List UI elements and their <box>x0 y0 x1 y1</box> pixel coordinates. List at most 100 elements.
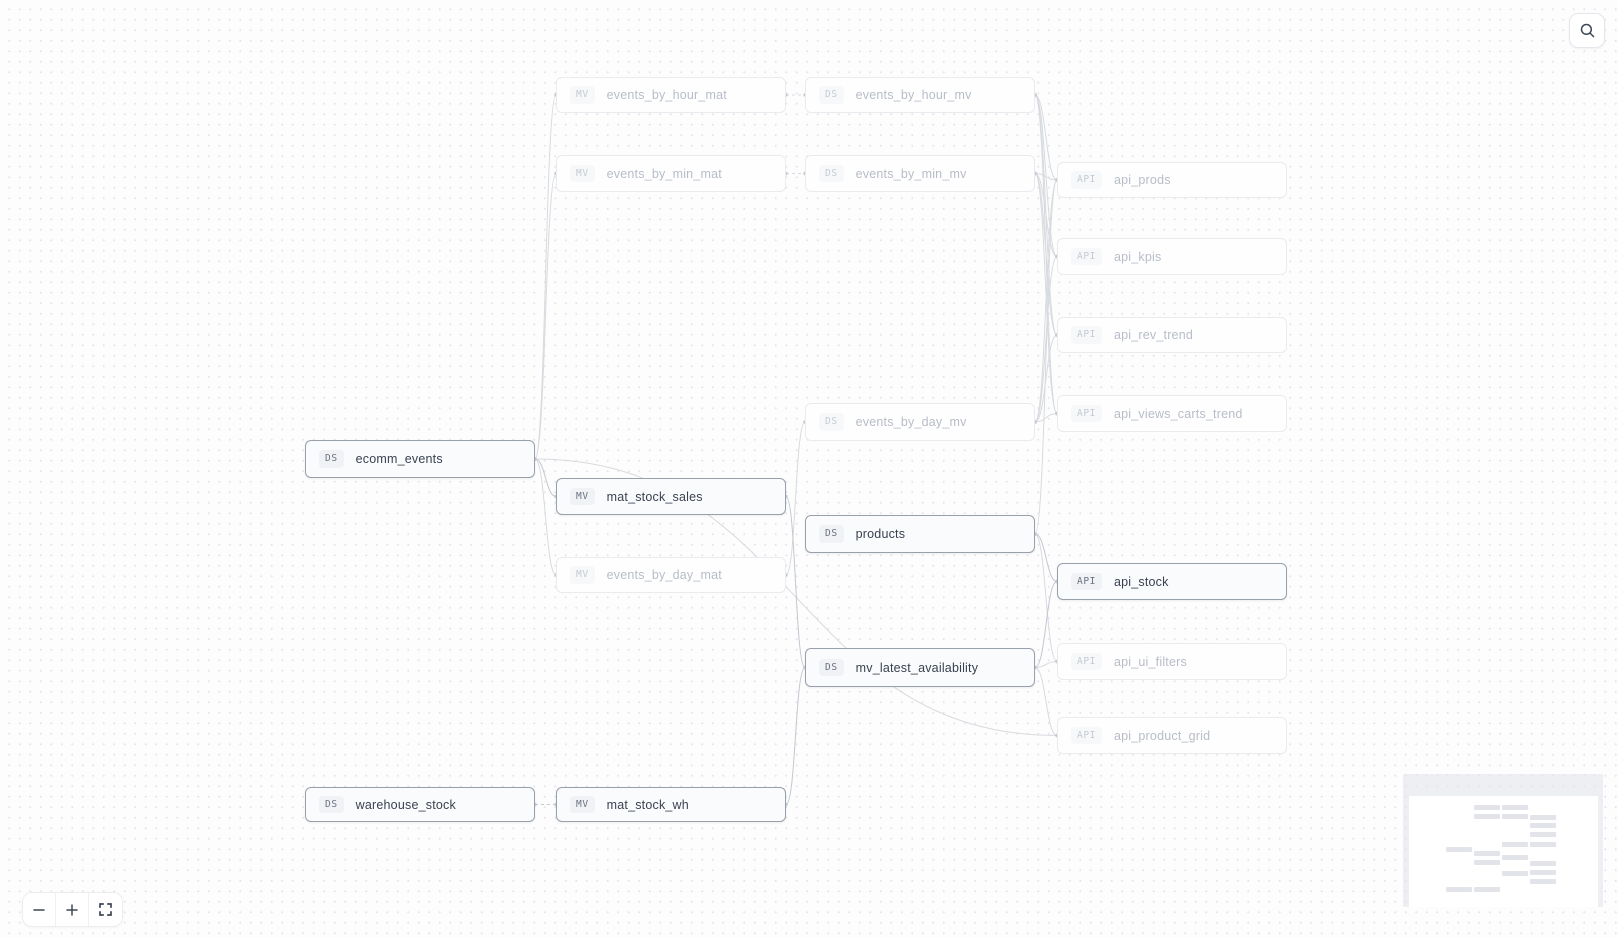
minimap-node-mat_stock_sales <box>1474 851 1500 857</box>
minimap-node-events_by_day_mat <box>1474 860 1500 866</box>
minus-icon <box>33 908 45 911</box>
node-label: api_views_carts_trend <box>1113 406 1243 421</box>
node-label: api_stock <box>1113 574 1169 589</box>
node-type-badge: DS <box>319 450 344 468</box>
minimap-node-mv_latest_availability <box>1502 870 1528 876</box>
edge-mv_latest_availability-to-api_ui_filters <box>1034 661 1058 668</box>
edge-events_by_day_mv-to-api_views_carts_trend <box>1034 413 1058 423</box>
node-mat_stock_wh[interactable]: MV mat_stock_wh <box>556 787 786 822</box>
node-type-badge: DS <box>319 795 344 814</box>
node-label: mv_latest_availability <box>855 660 979 675</box>
node-label: events_by_min_mv <box>855 166 967 181</box>
node-api_rev_trend[interactable]: API api_rev_trend <box>1057 317 1287 353</box>
node-api_views_carts_trend[interactable]: API api_views_carts_trend <box>1057 395 1287 432</box>
minimap[interactable] <box>1403 774 1603 907</box>
zoom-in-button[interactable] <box>56 893 89 926</box>
minimap-node-events_by_min_mat <box>1474 813 1500 819</box>
node-type-badge: API <box>1071 652 1102 671</box>
plus-icon <box>66 903 78 916</box>
minimap-node-api_product_grid <box>1530 878 1556 884</box>
node-events_by_day_mat[interactable]: MV events_by_day_mat <box>556 557 786 593</box>
edge-mat_stock_wh-to-mv_latest_availability <box>785 667 806 805</box>
node-label: api_prods <box>1113 173 1171 187</box>
minimap-node-ecomm_events <box>1446 846 1472 852</box>
node-label: api_kpis <box>1113 249 1162 264</box>
minimap-node-events_by_hour_mat <box>1474 804 1500 810</box>
minimap-node-api_kpis <box>1530 823 1556 829</box>
node-api_stock[interactable]: API api_stock <box>1057 563 1287 600</box>
node-events_by_hour_mv[interactable]: DS events_by_hour_mv <box>805 77 1035 113</box>
edge-products-to-api_stock <box>1034 533 1058 582</box>
edge-mv_latest_availability-to-api_stock <box>1034 581 1058 668</box>
node-ecomm_events[interactable]: DS ecomm_events <box>305 440 535 478</box>
node-label: products <box>855 527 906 541</box>
node-label: api_product_grid <box>1113 728 1211 743</box>
edge-events_by_min_mv-to-api_views_carts_trend <box>1034 173 1058 414</box>
node-type-badge: MV <box>570 566 595 584</box>
search-button[interactable] <box>1569 13 1605 48</box>
edge-mv_latest_availability-to-api_product_grid <box>1034 667 1058 736</box>
node-type-badge: API <box>1071 572 1102 591</box>
minimap-node-events_by_min_mv <box>1502 813 1528 819</box>
node-type-badge: API <box>1071 404 1102 423</box>
edge-events_by_hour_mv-to-api_views_carts_trend <box>1034 94 1058 414</box>
edge-events_by_hour_mv-to-api_prods <box>1034 94 1058 181</box>
node-type-badge: MV <box>570 487 595 506</box>
minimap-viewport[interactable] <box>1409 796 1598 907</box>
edge-events_by_day_mv-to-api_prods <box>1034 179 1058 423</box>
node-label: api_rev_trend <box>1113 328 1194 342</box>
node-label: events_by_min_mat <box>606 166 722 181</box>
node-type-badge: API <box>1071 247 1102 266</box>
node-label: events_by_day_mv <box>855 415 967 429</box>
node-products[interactable]: DS products <box>805 515 1035 553</box>
canvas-controls <box>22 892 123 927</box>
node-label: events_by_day_mat <box>606 568 722 582</box>
node-label: events_by_hour_mv <box>855 88 972 102</box>
node-type-badge: DS <box>819 86 844 104</box>
node-events_by_min_mat[interactable]: MV events_by_min_mat <box>556 155 786 192</box>
edge-mat_stock_sales-to-mv_latest_availability <box>785 496 806 668</box>
search-icon <box>1580 23 1594 38</box>
node-type-badge: DS <box>819 525 844 543</box>
node-label: ecomm_events <box>355 452 443 466</box>
zoom-out-button[interactable] <box>23 893 56 926</box>
edge-products-to-api_ui_filters <box>1034 533 1058 662</box>
edge-events_by_min_mv-to-api_kpis <box>1034 173 1058 257</box>
node-type-badge: DS <box>819 658 844 677</box>
node-api_kpis[interactable]: API api_kpis <box>1057 238 1287 275</box>
node-type-badge: MV <box>570 164 595 183</box>
edge-ecomm_events-to-events_by_day_mat <box>534 458 557 576</box>
node-events_by_min_mv[interactable]: DS events_by_min_mv <box>805 155 1035 192</box>
node-warehouse_stock[interactable]: DS warehouse_stock <box>305 787 535 822</box>
edge-products-to-api_prods <box>1034 179 1058 535</box>
node-label: mat_stock_wh <box>606 797 689 812</box>
node-label: warehouse_stock <box>355 797 456 812</box>
node-type-badge: DS <box>819 413 844 431</box>
edge-ecomm_events-to-events_by_hour_mat <box>534 94 557 460</box>
node-type-badge: API <box>1071 326 1102 344</box>
minimap-node-api_stock <box>1530 860 1556 866</box>
fit-view-button[interactable] <box>89 893 122 926</box>
minimap-node-events_by_day_mv <box>1502 842 1528 848</box>
minimap-node-api_rev_trend <box>1530 832 1556 838</box>
minimap-node-products <box>1502 855 1528 861</box>
edge-events_by_min_mv-to-api_rev_trend <box>1034 173 1058 336</box>
minimap-node-mat_stock_wh <box>1474 886 1500 892</box>
node-events_by_day_mv[interactable]: DS events_by_day_mv <box>805 403 1035 441</box>
node-type-badge: MV <box>570 795 595 814</box>
node-type-badge: DS <box>819 164 844 183</box>
edge-events_by_hour_mv-to-api_kpis <box>1034 94 1058 257</box>
edge-events_by_day_mv-to-api_rev_trend <box>1034 334 1058 423</box>
minimap-node-api_prods <box>1530 814 1556 820</box>
minimap-node-api_ui_filters <box>1530 870 1556 876</box>
minimap-node-events_by_hour_mv <box>1502 804 1528 810</box>
node-label: events_by_hour_mat <box>606 88 727 102</box>
node-mv_latest_availability[interactable]: DS mv_latest_availability <box>805 648 1035 687</box>
